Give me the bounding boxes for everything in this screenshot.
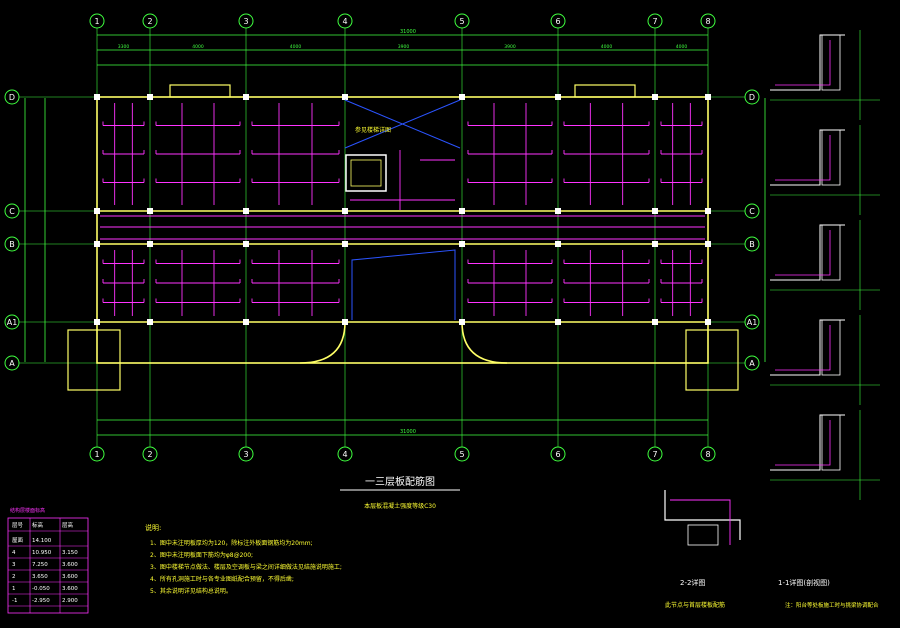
svg-text:A: A	[749, 359, 755, 368]
legend-cell: 4	[12, 550, 16, 556]
svg-text:7: 7	[652, 450, 657, 459]
legend-header-1: 标高	[32, 521, 44, 529]
dimension-lines	[24, 34, 766, 436]
svg-text:3: 3	[243, 450, 248, 459]
detail-1-1: 1-1详图(剖视图) 注：阳台等处板施工时与挑梁协调配合	[778, 578, 879, 609]
legend-cell: 2.900	[62, 598, 78, 604]
note-line-3: 3、图中楼梯节点做法、楼层及空调板与梁之间详细做法见结施说明施工;	[150, 563, 342, 571]
svg-text:4: 4	[342, 450, 347, 459]
wall-outline	[96, 96, 709, 364]
legend-cell: 3.150	[62, 550, 78, 556]
section-detail-4	[770, 315, 880, 405]
section-detail-5	[770, 410, 880, 500]
legend-cell: 3.650	[32, 574, 48, 580]
plan-subtitle: 本层板混凝土强度等级C30	[364, 502, 436, 510]
legend-header-0: 层号	[12, 522, 24, 529]
stair-note: 参见楼梯详图	[355, 126, 391, 134]
svg-text:6: 6	[555, 17, 560, 26]
legend-cell: 7.250	[32, 562, 48, 568]
detail-2-2: 2-2详图 此节点与首层楼板配筋	[664, 490, 741, 609]
legend-cell: 3	[12, 562, 16, 568]
top-dimension-labels: 3300 4000 4000 3900 3900 4000 4000	[118, 44, 688, 50]
svg-text:B: B	[749, 240, 755, 249]
svg-text:B: B	[9, 240, 15, 249]
axis-bubble-left-A1: A1	[4, 314, 20, 330]
svg-text:5: 5	[459, 450, 464, 459]
note-line-4: 4、所有孔洞施工时与各专业图纸配合预留，不得后凿;	[150, 575, 294, 583]
note-line-5: 5、其余说明详见结构总说明。	[150, 587, 232, 595]
legend-header-2: 层高	[62, 521, 74, 529]
detail-1-label: 1-1详图(剖视图)	[778, 578, 830, 587]
section-detail-3	[770, 220, 880, 310]
note-line-1: 1、图中未注明板厚均为120，除标注外板面钢筋均为20mm;	[150, 539, 313, 547]
dim-label-3: 3900	[398, 44, 410, 50]
svg-text:D: D	[749, 93, 755, 102]
legend-cell: -0.050	[32, 586, 50, 592]
legend-cell: 3.600	[62, 586, 78, 592]
dim-label-1: 4000	[192, 44, 204, 50]
legend-cell: -1	[12, 598, 17, 604]
svg-text:3: 3	[243, 17, 248, 26]
legend-cell: 1	[12, 586, 16, 592]
legend-cell: 10.950	[32, 550, 52, 556]
legend-cell: 3.600	[62, 562, 78, 568]
dim-label-6: 4000	[676, 44, 688, 50]
plan-title: 一三层板配筋图	[365, 475, 435, 488]
structural-columns	[94, 94, 711, 325]
svg-text:8: 8	[705, 450, 710, 459]
svg-text:4: 4	[342, 17, 347, 26]
svg-text:A1: A1	[7, 318, 18, 327]
balcony-outline	[67, 84, 739, 391]
legend-cell: 3.600	[62, 574, 78, 580]
svg-text:5: 5	[459, 17, 464, 26]
total-width-dim-bottom: 31000	[400, 429, 416, 435]
svg-text:1: 1	[94, 450, 99, 459]
detail-2-note: 此节点与首层楼板配筋	[665, 601, 725, 609]
svg-text:A: A	[9, 359, 15, 368]
axis-bubble-right-A1: A1	[744, 314, 760, 330]
legend-title: 结构层楼面标高	[10, 507, 45, 514]
legend-cell: 14.100	[32, 538, 52, 544]
svg-text:D: D	[9, 93, 15, 102]
section-details-column	[770, 30, 880, 500]
svg-text:6: 6	[555, 450, 560, 459]
svg-text:2: 2	[147, 17, 152, 26]
dim-label-2: 4000	[290, 44, 302, 50]
total-width-dim: 31000	[400, 29, 416, 35]
dim-label-5: 4000	[601, 44, 613, 50]
svg-text:2: 2	[147, 450, 152, 459]
svg-text:7: 7	[652, 17, 657, 26]
rebar-lines	[100, 103, 705, 316]
stair-opening	[344, 99, 461, 320]
note-line-2: 2、图中未注明板面下筋均为φ8@200;	[150, 551, 253, 559]
section-detail-1	[770, 30, 880, 120]
notes-heading: 说明:	[145, 523, 161, 532]
legend-cell: 2	[12, 574, 16, 580]
legend-cell: 屋面	[12, 537, 24, 544]
detail-1-note: 注：阳台等处板施工时与挑梁协调配合	[785, 601, 879, 609]
section-detail-2	[770, 125, 880, 215]
svg-text:A1: A1	[747, 318, 758, 327]
dim-label-4: 3900	[504, 44, 516, 50]
svg-text:8: 8	[705, 17, 710, 26]
detail-2-label: 2-2详图	[680, 578, 705, 587]
svg-text:1: 1	[94, 17, 99, 26]
notes-block: 说明: 1、图中未注明板厚均为120，除标注外板面钢筋均为20mm; 2、图中未注…	[145, 523, 342, 595]
dim-label-0: 3300	[118, 44, 130, 50]
svg-text:C: C	[9, 207, 15, 216]
legend-cell: -2.950	[32, 598, 50, 604]
svg-text:C: C	[749, 207, 755, 216]
